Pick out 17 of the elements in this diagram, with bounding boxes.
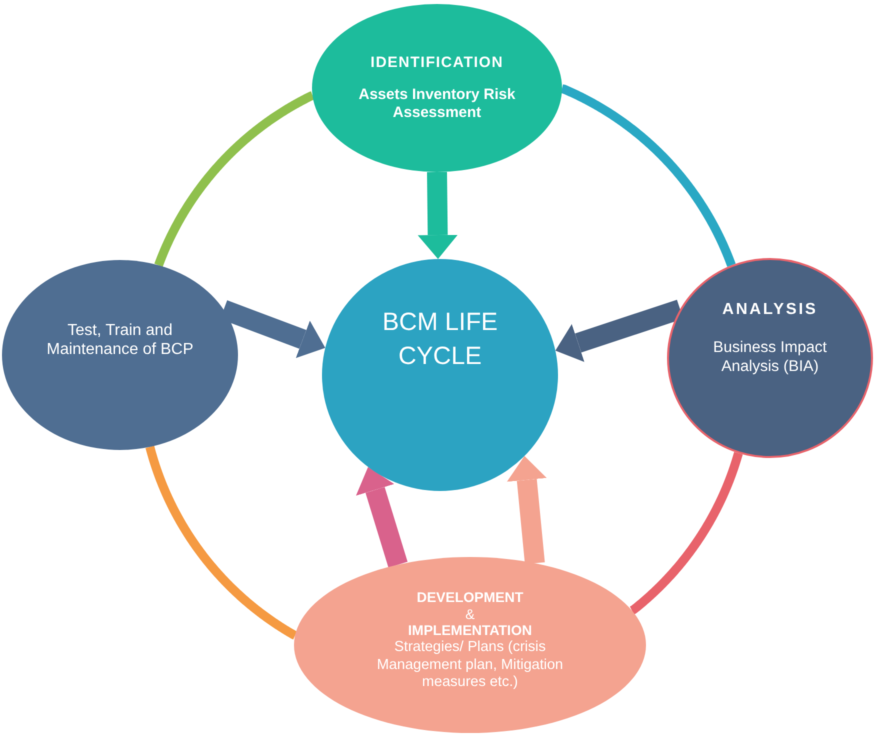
block-arrow — [418, 172, 458, 260]
stage-heading: IDENTIFICATION — [370, 54, 504, 72]
stage-text: Business Impact Analysis (BIA) — [712, 339, 828, 376]
block-arrow — [506, 456, 547, 564]
stage-text: Assets Inventory Risk Assessment — [358, 86, 516, 122]
ring-arc — [145, 444, 298, 640]
stage-heading: ANALYSIS — [722, 300, 818, 319]
stage-text: IMPLEMENTATION — [408, 622, 532, 640]
block-arrow — [356, 466, 408, 568]
stage-text: Test, Train and Maintenance of BCP — [46, 320, 194, 360]
stage-text: & — [465, 606, 475, 622]
stage-text: Strategies/ Plans (crisis Management plan, Mitigation measures etc.) — [376, 639, 564, 692]
stage-text: BCM LIFE CYCLE — [381, 307, 499, 372]
ring-arc — [154, 91, 316, 268]
ring-arc — [629, 450, 743, 615]
stage-heading: DEVELOPMENT — [416, 588, 524, 606]
ring-arc — [560, 84, 736, 268]
